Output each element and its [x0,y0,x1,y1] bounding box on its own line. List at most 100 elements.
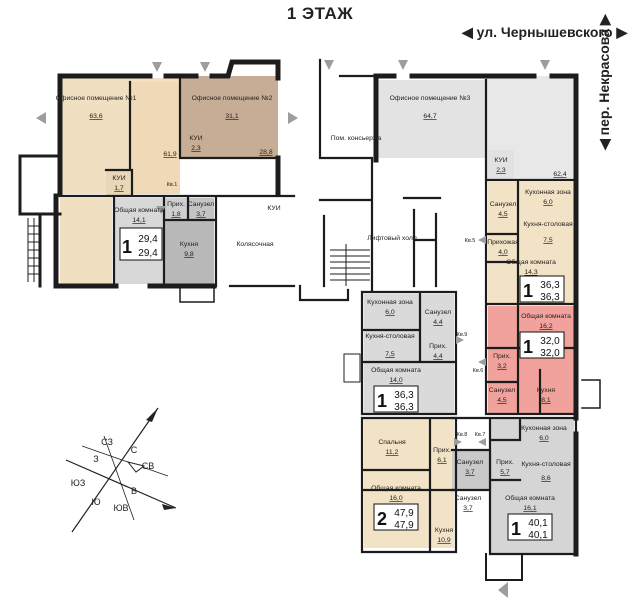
apt9-kd-area: 7,5 [385,351,395,358]
apt8-living-area: 16,0 [389,495,402,502]
arrow-icon [156,206,166,214]
kui-o1-area: 1,7 [114,185,124,192]
kui-top-name: КУИ [267,205,280,212]
apt1-kitchen-area: 9,8 [184,251,194,258]
apt7-living-name: Общая комната [505,494,555,502]
left-wing [60,76,294,284]
apt6-label: Кв.6 [473,368,484,374]
apt1-kitchen-fill[interactable] [164,220,214,284]
apt9-badge[interactable]: 1 36,3 36,3 [373,385,419,413]
kui-o2-area: 2,3 [191,145,201,152]
arrow-icon [540,60,550,70]
apt8-kitchen-area: 10,9 [437,537,450,544]
concierge-name: Пом. консьержа [331,135,382,142]
apt8-hall-area: 6,1 [437,457,447,464]
arrow-icon [478,358,486,366]
apt7-hall-area: 5,7 [500,469,510,476]
kui-o1-name: КУИ [112,175,125,182]
arrow-icon [200,62,210,72]
arrow-icon [152,62,162,72]
apt1-badge[interactable]: 1 29,4 29,4 [119,227,163,261]
arrow-icon [478,236,486,244]
apt9-label: Кв.9 [457,332,468,338]
kui-o1-fill [106,170,132,196]
compass-e: В [131,486,137,496]
apt7-bath-name: Санузел [457,459,484,466]
office3-name: Офисное помещение №3 [390,95,471,102]
apt7-kz-area: 6,0 [539,435,549,442]
apt5-living-area: 14,3 [524,269,537,276]
kui-o3-name: КУИ [494,157,507,164]
arrow-icon [454,438,462,446]
apt9-living-name: Общая комната [371,366,421,374]
apt1-rooms: 1 [122,237,132,257]
apt7-kd-name: Кухня-столовая [521,461,571,468]
apt6-hall-name: Прих. [493,353,511,360]
apt5-kd-name: Кухня-столовая [523,221,573,228]
apt1-bath-fill [188,198,214,220]
apt8-label: Кв.8 [457,432,468,438]
office2-fill[interactable] [180,76,278,158]
arrow-icon [456,336,464,344]
office1-name: Офисное помещение №1 [56,95,137,102]
kui-o3-fill [488,150,514,180]
apt9-bath-area: 4,4 [433,319,443,326]
apt1-bath-area: 3,7 [196,211,206,218]
apt1-living-total: 29,4 [138,248,158,259]
apt8-bath-area: 3,7 [463,505,473,512]
apt5-bath-name: Санузел [490,201,517,208]
apt7-living-total: 40,1 [528,530,548,541]
apt7-label: Кв.7 [475,432,486,438]
apt7-bath-area: 3,7 [465,469,475,476]
apt6-hall-area: 3,2 [497,363,507,370]
apt5-hall-area: 4,0 [498,249,508,256]
apt9-total: 36,3 [394,390,414,401]
apt7-kz-name: Кухонная зона [521,425,567,432]
apt8-bedroom-area: 11,2 [386,449,399,456]
apt7-total: 40,1 [528,518,548,529]
apt1-living-name: Общая комната [114,206,164,214]
compass-icon: С Ю В З СВ СЗ ЮВ ЮЗ [65,407,177,533]
apt9-living-total: 36,3 [394,402,414,413]
floor-title: 1 ЭТАЖ [286,4,354,23]
apt7-living-area: 16,1 [523,505,536,512]
compass-ne: СВ [142,461,155,471]
apt9-hall-area: 4,4 [433,353,443,360]
stroller-fill[interactable] [216,198,294,284]
apt9-hall-name: Прих. [429,343,447,350]
apt6-living-area: 16,2 [539,323,552,330]
apt5-label: Кв.5 [465,238,476,244]
apt7-bath-fill [452,450,492,490]
arrow-icon [36,112,46,124]
office3-area: 64,7 [423,113,436,120]
apt5-kz-name: Кухонная зона [525,189,571,196]
office1b-fill [130,82,180,194]
apt7-rooms: 1 [511,519,521,539]
apt5-badge[interactable]: 1 36,3 36,3 [519,275,565,303]
apt9-bath-name: Санузел [425,309,452,316]
arrow-icon [478,438,486,446]
apt7-badge[interactable]: 1 40,1 40,1 [507,513,553,541]
apt5-kz-area: 6,0 [543,199,553,206]
lift-hall-name: Лифтовый холл [367,234,417,242]
compass-w: З [93,454,98,464]
apt6-fill[interactable] [488,306,574,414]
office2b-area: 28,8 [259,149,272,156]
apt8-living-total: 47,9 [394,520,414,531]
compass-n: С [131,445,138,455]
apt5-total: 36,3 [540,280,560,291]
office3-fill[interactable] [376,80,486,158]
room-labels: Офисное помещение №1 63,6 61,9 КУИ 1,7 О… [56,95,573,544]
apt7-hall-name: Прих. [496,459,514,466]
walls [18,58,601,581]
apt8-badge[interactable]: 2 47,9 47,9 [373,503,419,531]
apt8-bath-name: Санузел [455,495,482,502]
street-label-top: ◀ ул. Чернышевского ▶ [462,24,628,40]
apt6-living-name: Общая комната [521,312,571,320]
area-badges: 1 29,4 29,4 1 36,3 36,3 1 36,3 36,3 1 32… [119,227,565,541]
apt6-living-total: 32,0 [540,348,560,359]
apt6-rooms: 1 [523,337,533,357]
apt9-kz-name: Кухонная зона [367,299,413,306]
apt6-badge[interactable]: 1 32,0 32,0 [519,331,565,359]
apt9-kz-area: 6,0 [385,309,395,316]
